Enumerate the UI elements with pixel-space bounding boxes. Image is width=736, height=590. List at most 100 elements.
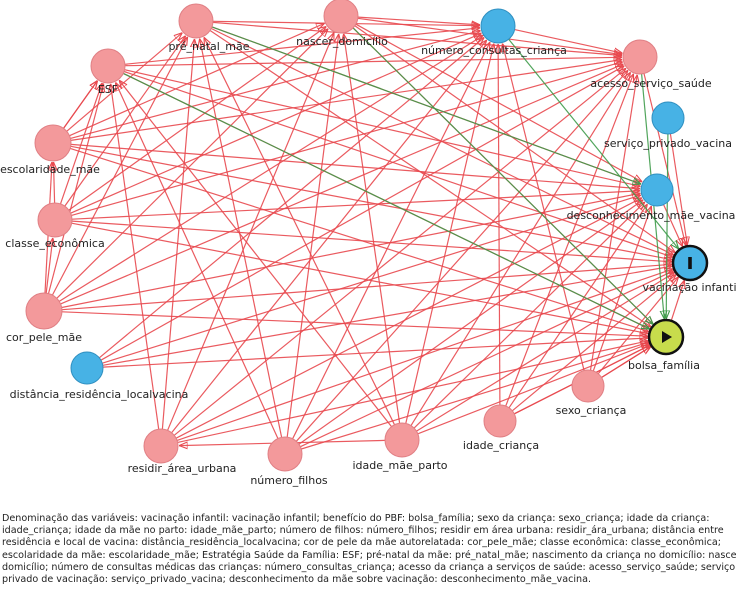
node-label: distância_residência_localvacina	[10, 388, 189, 401]
node-bolsa-familia[interactable]: bolsa_família	[628, 318, 700, 372]
node-servico-privado-vacina[interactable]: serviço_privado_vacina	[604, 101, 732, 150]
biasing-path-edge	[98, 38, 484, 359]
biasing-path-edge	[300, 271, 673, 448]
biasing-path-edge	[212, 21, 622, 55]
biasing-path-edge	[123, 70, 673, 258]
node-label: vacinação infantil	[642, 281, 736, 294]
biasing-path-edge	[61, 311, 648, 336]
node-circle[interactable]	[622, 39, 658, 75]
biasing-path-edge	[71, 220, 672, 262]
node-circle[interactable]	[34, 124, 72, 162]
biasing-path-edge	[59, 83, 103, 205]
biasing-path-edge	[498, 44, 500, 406]
node-nascer-domicilio[interactable]: nascer_domicílio	[296, 0, 388, 48]
biasing-path-edge	[670, 280, 684, 321]
biasing-path-edge	[171, 40, 487, 434]
node-acesso-servico-saude[interactable]: acesso_serviço_saúde	[590, 39, 712, 90]
node-residir-area-urbana[interactable]: residir_área_urbana	[128, 428, 237, 475]
node-circle[interactable]	[70, 351, 104, 385]
biasing-path-edge	[292, 42, 490, 440]
biasing-path-edge	[209, 30, 651, 328]
biasing-path-edge	[45, 238, 53, 294]
node-desconhecimento-mae-vacina[interactable]: desconhecimento_mãe_vacina	[567, 173, 736, 222]
caption-line: domicílio; número de consultas médicas d…	[2, 561, 736, 573]
node-label: classe_econômica	[5, 237, 104, 250]
biasing-path-edge	[161, 39, 194, 430]
node-classe-economica[interactable]: classe_econômica	[5, 202, 105, 250]
biasing-path-edge	[200, 39, 283, 438]
node-idade-crianca[interactable]: idade_criança	[463, 404, 539, 452]
biasing-path-edge	[63, 81, 98, 129]
node-label: acesso_serviço_saúde	[590, 77, 712, 90]
node-circle[interactable]	[480, 8, 516, 44]
node-escolaridade-mae[interactable]: escolaridade_mãe	[0, 124, 100, 176]
biasing-path-edge	[66, 33, 183, 132]
biasing-path-edge	[124, 28, 480, 65]
biasing-path-edge	[64, 36, 186, 207]
node-circle[interactable]	[25, 292, 63, 330]
causal-path-edge	[211, 26, 641, 184]
biasing-path-edge	[344, 34, 401, 424]
causal-path-edge	[666, 133, 668, 319]
biasing-path-edge	[69, 23, 325, 137]
node-vacinacao-infantil[interactable]: vacinação infantil	[642, 244, 736, 294]
biasing-path-edge	[357, 16, 480, 25]
biasing-path-edge	[514, 29, 623, 54]
variable-legend-caption: Denominação das variáveis: vacinação inf…	[2, 513, 736, 586]
biasing-path-edge	[70, 33, 482, 214]
node-distancia-residencia-localvacina[interactable]: distância_residência_localvacina	[10, 351, 189, 401]
node-circle[interactable]	[483, 404, 517, 438]
biasing-path-edge	[508, 204, 647, 409]
node-circle[interactable]	[178, 3, 214, 39]
node-label: bolsa_família	[628, 359, 700, 372]
biasing-path-edge	[405, 44, 494, 424]
biasing-path-edge	[669, 133, 687, 245]
node-label: residir_área_urbana	[128, 462, 237, 475]
biasing-path-edge	[71, 222, 649, 333]
node-pre-natal-mae[interactable]: pré_natal_mãe	[168, 3, 250, 53]
biasing-path-edge	[61, 264, 672, 311]
biasing-path-edge	[295, 70, 628, 442]
biasing-path-edge	[173, 68, 626, 436]
node-label: desconhecimento_mãe_vacina	[567, 209, 736, 222]
biasing-path-edge	[70, 60, 622, 141]
node-label: escolaridade_mãe	[0, 163, 100, 176]
biasing-path-edge	[298, 200, 643, 445]
causal-path-edge	[508, 38, 679, 249]
node-esf[interactable]: ESF	[90, 48, 126, 96]
node-label: número_filhos	[250, 474, 328, 487]
node-circle[interactable]	[90, 48, 126, 84]
biasing-path-edge	[204, 37, 396, 425]
node-label: serviço_privado_vacina	[604, 137, 732, 150]
biasing-path-edge	[413, 202, 645, 429]
biasing-path-edge	[410, 72, 631, 426]
node-numero-consultas-crianca[interactable]: número_consultas_criança	[421, 8, 567, 57]
biasing-path-edge	[417, 344, 649, 435]
biasing-path-edge	[68, 27, 327, 211]
node-circle[interactable]	[571, 369, 605, 403]
node-circle[interactable]	[143, 428, 179, 464]
node-cor-pele-mae[interactable]: cor_pele_mãe	[6, 292, 82, 344]
node-circle[interactable]	[384, 422, 420, 458]
node-circle[interactable]	[37, 202, 73, 238]
caption-line: residência e local de vacina: distância_…	[2, 537, 721, 549]
biasing-path-edge	[70, 31, 480, 139]
node-sexo-crianca[interactable]: sexo_criança	[556, 369, 627, 417]
node-circle[interactable]	[323, 0, 359, 34]
biasing-path-edge	[100, 66, 624, 361]
node-circle[interactable]	[651, 101, 685, 135]
biasing-path-edge	[102, 266, 673, 366]
node-label: cor_pele_mãe	[6, 331, 82, 344]
node-layer: pré_natal_mãe nascer_domicílio número_cons…	[0, 0, 736, 487]
biasing-path-edge	[111, 84, 160, 430]
biasing-path-edge	[70, 147, 649, 331]
causal-path-edge	[123, 72, 650, 329]
node-circle[interactable]	[640, 173, 674, 207]
node-idade-mae-parto[interactable]: idade_mãe_parto	[352, 422, 448, 472]
node-circle[interactable]	[267, 436, 303, 472]
biasing-path-edge	[71, 191, 640, 220]
biasing-path-edge	[70, 143, 640, 188]
biasing-path-edge	[51, 37, 187, 296]
biasing-path-edge	[124, 57, 622, 67]
node-numero-filhos[interactable]: número_filhos	[250, 436, 328, 487]
